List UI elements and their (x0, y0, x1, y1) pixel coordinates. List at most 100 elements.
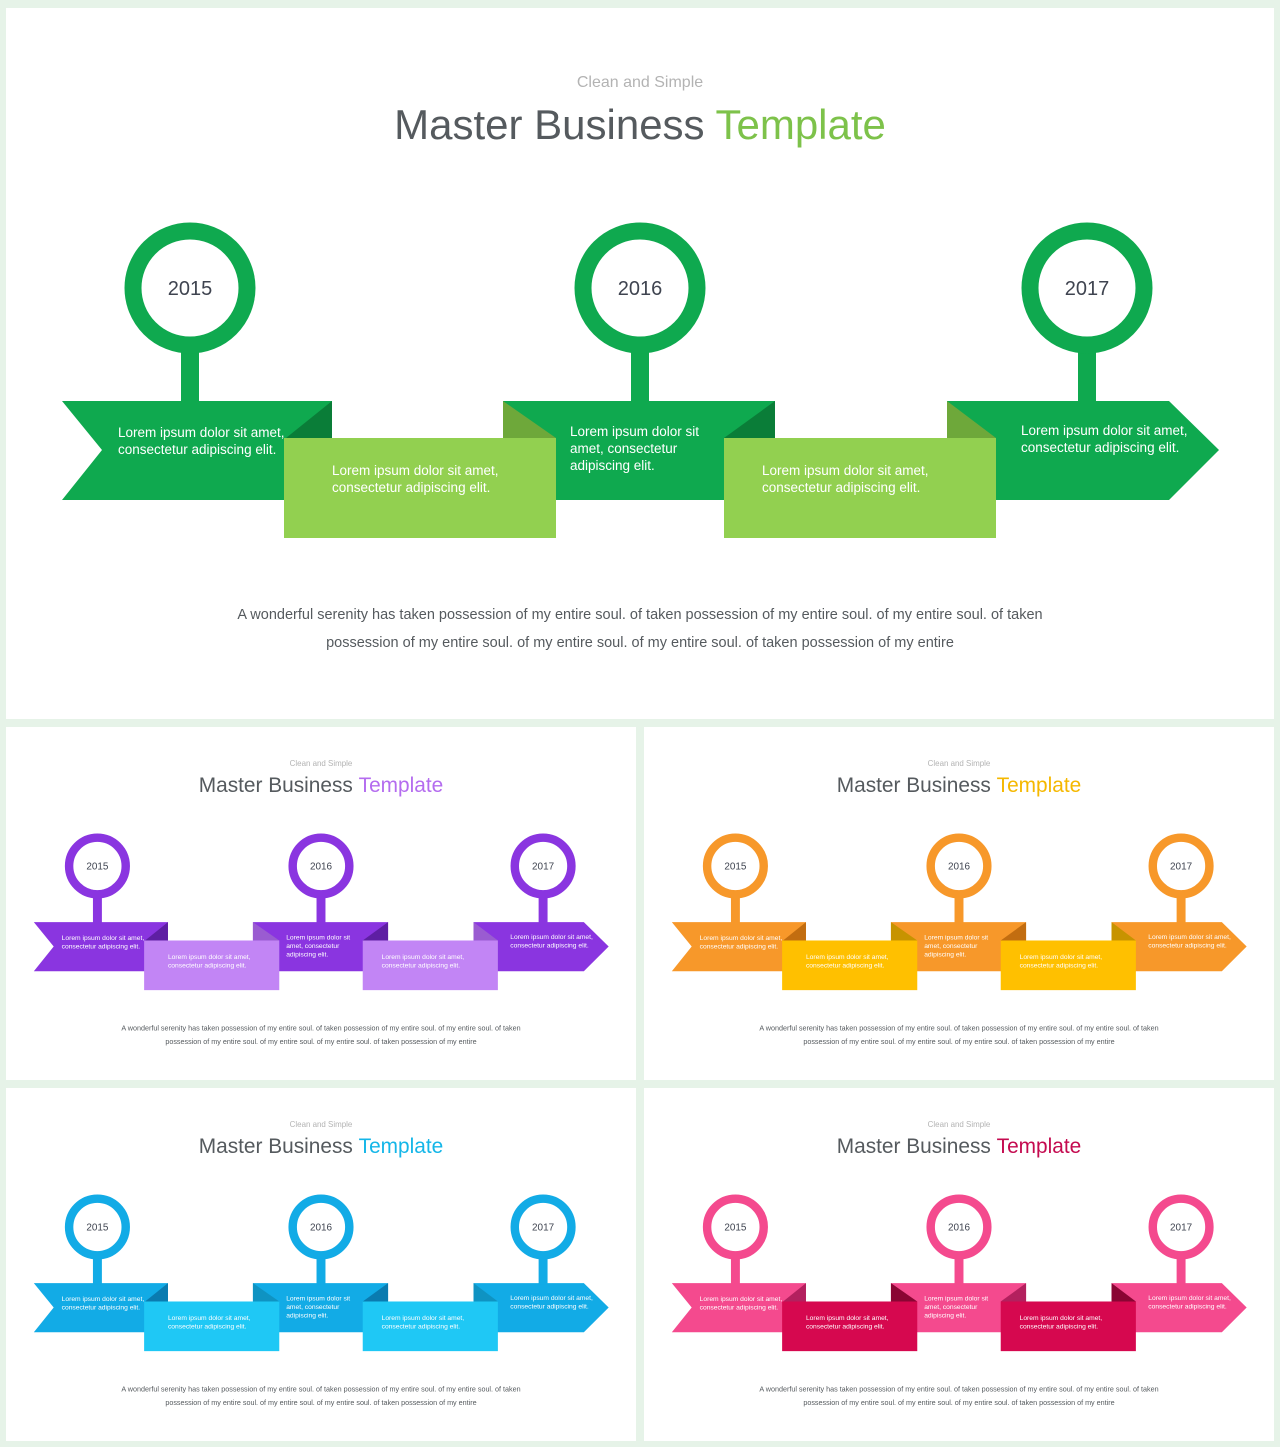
title-accent: Template (359, 774, 444, 797)
pin-circle (926, 833, 992, 899)
pin-stem (730, 895, 740, 924)
title-accent: Template (359, 1135, 444, 1158)
pin-stem (92, 1256, 102, 1285)
page-title: Master Business Template (199, 1135, 444, 1158)
step-text: consectetur adipiscing elit. (1148, 1303, 1227, 1310)
subtitle: Clean and Simple (290, 1120, 353, 1129)
pin-stem (316, 1256, 326, 1285)
year-label: 2015 (724, 1222, 747, 1233)
pin-stem (954, 895, 964, 924)
light-box-1 (284, 438, 556, 538)
step-text: amet, consectetur (924, 943, 978, 950)
ribbon-segment-2 (252, 1283, 389, 1333)
ribbon-segment-2 (890, 1283, 1027, 1333)
step-text: amet, consectetur (924, 1304, 978, 1311)
pin-circle (574, 222, 706, 354)
ribbon-segment-3 (473, 1283, 609, 1333)
pin-stem (1176, 895, 1186, 924)
step-text: Lorem ipsum dolor sit amet, (382, 954, 465, 961)
step-text: Lorem ipsum dolor sit (570, 424, 699, 439)
pin-circle (64, 833, 130, 899)
year-label: 2017 (1065, 278, 1110, 300)
year-label: 2017 (1170, 1222, 1193, 1233)
step-text: Lorem ipsum dolor sit amet, (510, 934, 593, 941)
step-text: Lorem ipsum dolor sit amet, (762, 463, 929, 478)
step-text: consectetur adipiscing elit. (1020, 1323, 1099, 1330)
title-main: Master Business (837, 774, 997, 797)
year-label: 2017 (532, 1222, 555, 1233)
step-text: Lorem ipsum dolor sit amet, (62, 1296, 145, 1303)
year-label: 2016 (948, 1222, 971, 1233)
fold-shadow (783, 922, 806, 941)
step-text: Lorem ipsum dolor sit amet, (806, 1315, 889, 1322)
step-text: consectetur adipiscing elit. (168, 1323, 247, 1330)
pin-circle (1148, 833, 1214, 899)
ribbon-segment-3 (947, 401, 1219, 500)
step-text: consectetur adipiscing elit. (510, 1303, 589, 1310)
ribbon-segment-1 (671, 922, 806, 972)
ribbon-segment-1 (62, 401, 332, 500)
fold-shadow (145, 922, 168, 941)
page-title: Master Business Template (837, 774, 1082, 797)
fold-shadow (362, 922, 389, 941)
page-title: Master Business Template (394, 101, 886, 148)
light-box-1 (782, 1301, 918, 1352)
step-text: consectetur adipiscing elit. (382, 1323, 461, 1330)
subtitle: Clean and Simple (928, 759, 991, 768)
step-text: consectetur adipiscing elit. (700, 943, 779, 950)
year-label: 2016 (310, 861, 333, 872)
ribbon-segment-3 (473, 922, 609, 972)
pin-circle (124, 222, 256, 354)
step-text: consectetur adipiscing elit. (62, 943, 141, 950)
year-label: 2015 (86, 861, 109, 872)
step-text: Lorem ipsum dolor sit amet, (382, 1315, 465, 1322)
step-text: consectetur adipiscing elit. (1020, 962, 1099, 969)
light-box-1 (144, 1301, 280, 1352)
step-text: Lorem ipsum dolor sit amet, (62, 935, 145, 942)
title-accent: Template (997, 774, 1082, 797)
light-box-1 (782, 940, 918, 991)
step-text: Lorem ipsum dolor sit amet, (118, 425, 285, 440)
pin-circle (1148, 1194, 1214, 1260)
fold-shadow (890, 922, 918, 941)
step-text: consectetur adipiscing elit. (806, 962, 885, 969)
description-text: possession of my entire soul. of my enti… (165, 1037, 476, 1046)
step-text: adipiscing elit. (286, 951, 328, 958)
pin-stem (1176, 1256, 1186, 1285)
pin-stem (538, 1256, 548, 1285)
pin-circle (1021, 222, 1153, 354)
subtitle: Clean and Simple (290, 759, 353, 768)
step-text: consectetur adipiscing elit. (762, 480, 920, 495)
title-accent: Template (715, 101, 885, 148)
step-text: Lorem ipsum dolor sit amet, (1020, 954, 1103, 961)
fold-shadow (286, 401, 332, 438)
step-text: amet, consectetur (286, 1304, 340, 1311)
ribbon-segment-2 (252, 922, 389, 972)
fold-shadow (783, 1283, 806, 1302)
ribbon-segment-3 (1111, 1283, 1247, 1333)
step-text: consectetur adipiscing elit. (62, 1304, 141, 1311)
subtitle: Clean and Simple (928, 1120, 991, 1129)
step-text: Lorem ipsum dolor sit amet, (806, 954, 889, 961)
fold-shadow (503, 401, 556, 438)
title-main: Master Business (837, 1135, 997, 1158)
pin-circle (510, 833, 576, 899)
pin-stem (631, 348, 649, 403)
pin-circle (64, 1194, 130, 1260)
step-text: Lorem ipsum dolor sit amet, (700, 935, 783, 942)
description-text: A wonderful serenity has taken possessio… (759, 1023, 1158, 1032)
ribbon-segment-2 (890, 922, 1027, 972)
step-text: Lorem ipsum dolor sit (286, 1295, 350, 1302)
step-text: consectetur adipiscing elit. (1148, 942, 1227, 949)
step-text: Lorem ipsum dolor sit amet, (700, 1296, 783, 1303)
pin-circle (510, 1194, 576, 1260)
